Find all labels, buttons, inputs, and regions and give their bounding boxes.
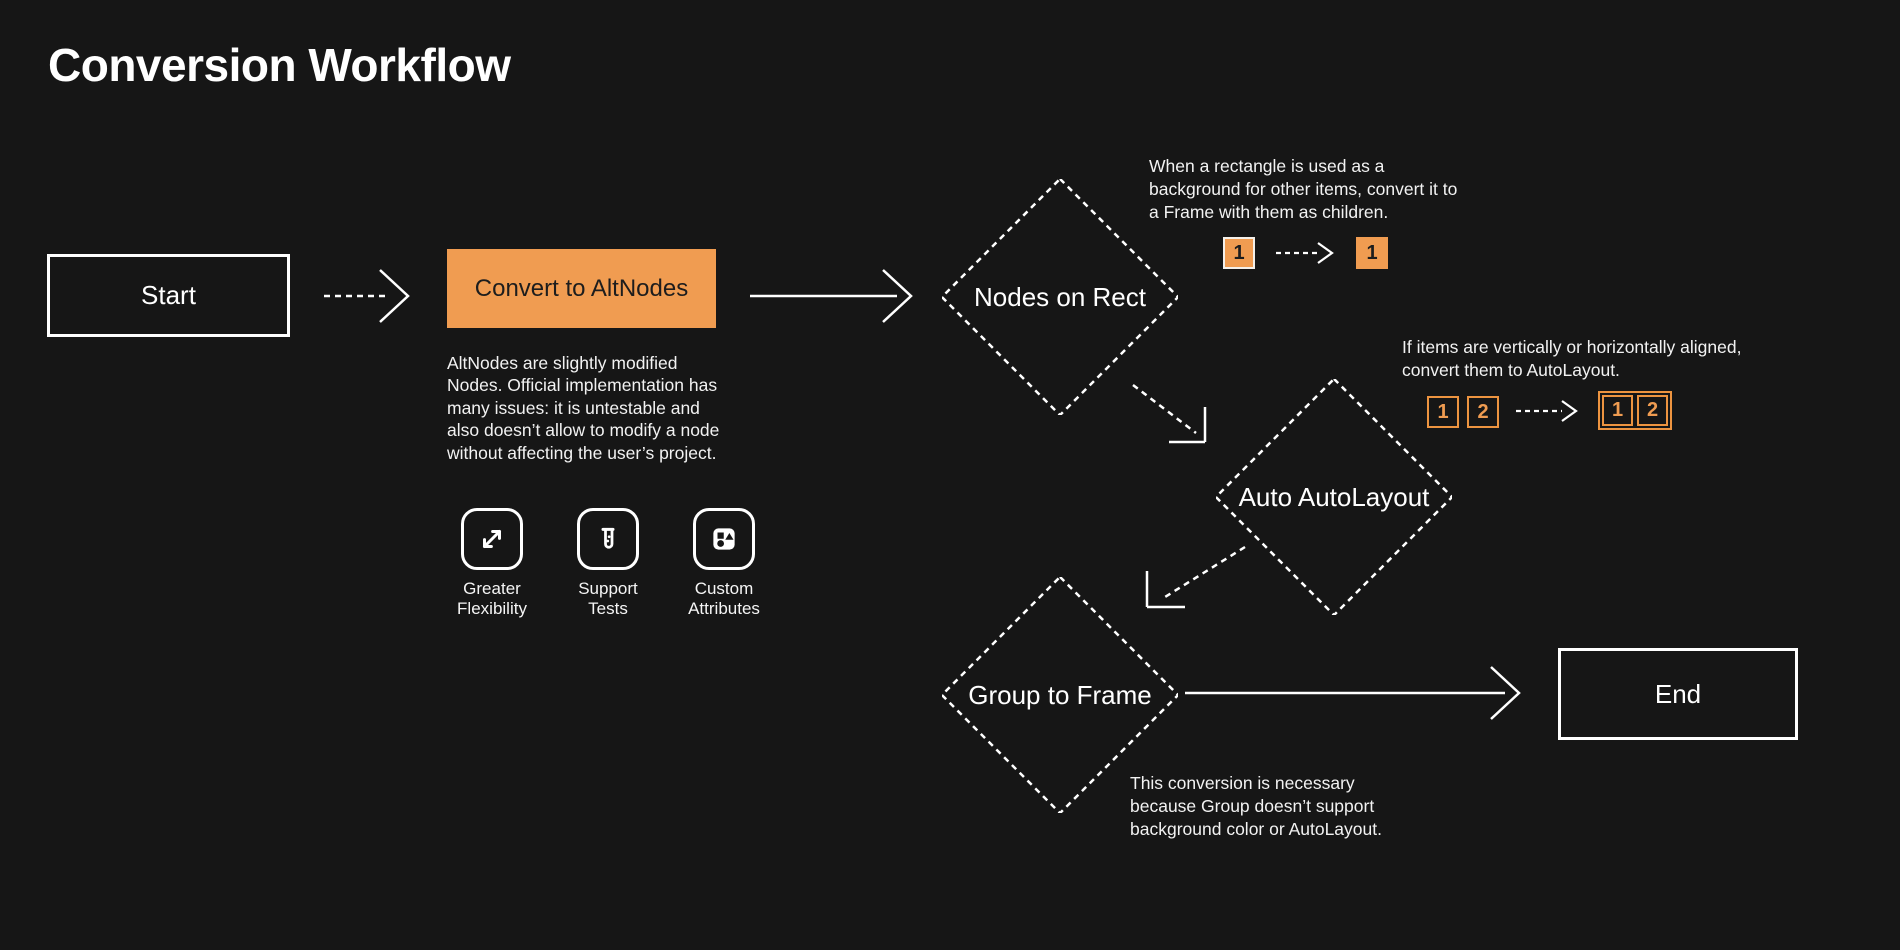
group-to-frame-annotation: This conversion is necessary because Gro…	[1130, 773, 1382, 839]
group-to-frame-node[interactable]: Group to Frame	[942, 577, 1178, 813]
mini-grouped-item-1-square: 1	[1602, 395, 1633, 426]
end-node[interactable]: End	[1558, 648, 1798, 740]
feature-custom-attributes: Custom Attributes	[679, 508, 769, 620]
auto-autolayout-label: Auto AutoLayout	[1238, 481, 1430, 512]
feature-greater-flexibility: Greater Flexibility	[447, 508, 537, 620]
arrow-autolayout-to-grouptoframe	[1145, 545, 1246, 609]
feature-label: Greater Flexibility	[457, 579, 527, 619]
rect-to-frame-annotation: When a rectangle is used as a background…	[1149, 156, 1458, 222]
convert-node-label: Convert to AltNodes	[474, 274, 689, 302]
page-title: Conversion Workflow	[48, 39, 511, 91]
convert-to-altnodes-node[interactable]: Convert to AltNodes	[447, 249, 716, 328]
mini-autolayout-group: 1 2	[1598, 391, 1672, 430]
start-node[interactable]: Start	[47, 254, 290, 337]
mini-arrow-autolayout	[1516, 400, 1578, 422]
altnodes-description: AltNodes are slightly modified Nodes. Of…	[447, 353, 720, 463]
arrow-start-to-convert	[324, 269, 410, 323]
feature-label: Support Tests	[578, 579, 638, 619]
diamond-outline	[1216, 379, 1452, 615]
diamond-outline	[942, 179, 1178, 415]
auto-autolayout-node[interactable]: Auto AutoLayout	[1216, 379, 1452, 615]
group-to-frame-label: Group to Frame	[968, 679, 1152, 710]
nodes-on-rect-node[interactable]: Nodes on Rect	[942, 179, 1178, 415]
arrow-nodesonrect-to-autolayout	[1132, 384, 1207, 444]
feature-support-tests: Support Tests	[563, 508, 653, 620]
feature-label: Custom Attributes	[688, 579, 760, 619]
mini-grouped-item-2-square: 2	[1637, 395, 1668, 426]
nodes-on-rect-label: Nodes on Rect	[974, 281, 1146, 312]
mini-frame-after-square: 1	[1356, 237, 1388, 269]
mini-arrow-rect-to-frame	[1276, 242, 1334, 264]
expand-arrows-icon	[461, 508, 523, 570]
mini-item-1-square: 1	[1427, 396, 1459, 428]
start-node-label: Start	[141, 280, 196, 310]
features-row: Greater Flexibility Support Tests	[447, 508, 769, 620]
mini-rect-before-square: 1	[1223, 237, 1255, 269]
mini-item-2-square: 2	[1467, 396, 1499, 428]
arrow-grouptoframe-to-end	[1185, 666, 1521, 720]
test-tube-icon	[577, 508, 639, 570]
arrow-convert-to-nodesonrect	[750, 269, 913, 323]
diamond-outline	[942, 577, 1178, 813]
autolayout-annotation: If items are vertically or horizontally …	[1402, 337, 1742, 380]
shapes-icon	[693, 508, 755, 570]
end-node-label: End	[1654, 678, 1702, 709]
